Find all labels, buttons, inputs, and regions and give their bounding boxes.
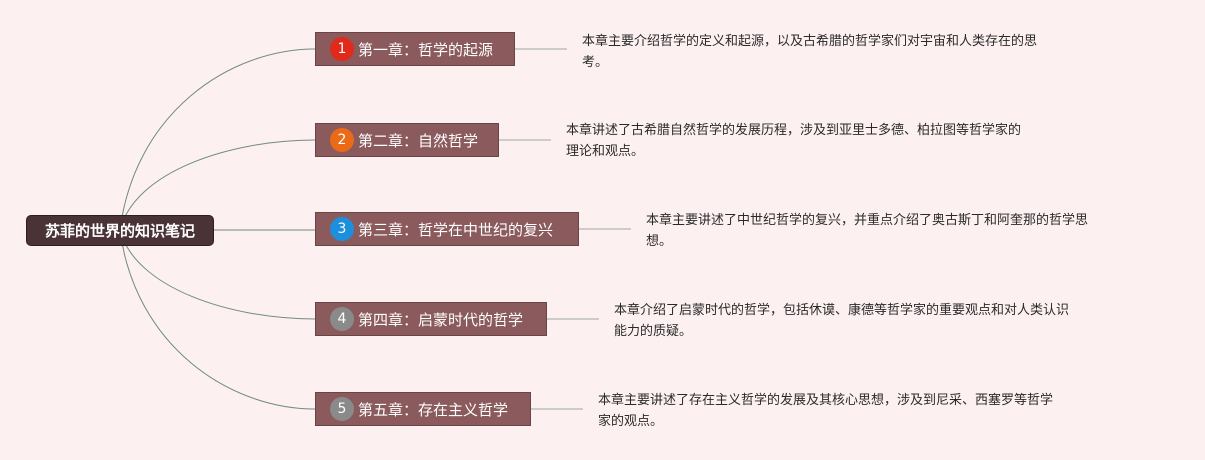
description-line: 本章主要介绍哲学的定义和起源，以及古希腊的哲学家们对宇宙和人类存在的思 [582,34,1038,49]
badge-number: 3 [337,221,347,237]
description-line: 本章讲述了古希腊自然哲学的发展历程，涉及到亚里士多德、柏拉图等哲学家的 [566,123,1022,138]
root-node[interactable]: 苏菲的世界的知识笔记 [26,215,214,246]
chapter-description-4: 本章介绍了启蒙时代的哲学，包括休谟、康德等哲学家的重要观点和对人类认识 能力的质… [614,300,1069,342]
chapter-label: 第五章：存在主义哲学 [358,400,509,419]
number-badge-icon: 3 [330,217,354,241]
description-line: 本章介绍了启蒙时代的哲学，包括休谟、康德等哲学家的重要观点和对人类认识 [614,303,1070,318]
branch-connector-line [119,48,316,231]
number-badge-icon: 2 [330,128,354,152]
chapter-label: 第三章：哲学在中世纪的复兴 [358,220,554,239]
chapter-description-5: 本章主要讲述了存在主义哲学的发展及其核心思想，涉及到尼采、西塞罗等哲学 家的观点… [598,390,1053,432]
branch-connector-line [119,229,316,320]
description-line: 本章主要讲述了存在主义哲学的发展及其核心思想，涉及到尼采、西塞罗等哲学 [598,393,1054,408]
chapter-description-2: 本章讲述了古希腊自然哲学的发展历程，涉及到亚里士多德、柏拉图等哲学家的 理论和观… [566,120,1021,162]
chapter-node-3[interactable]: 3 第三章：哲学在中世纪的复兴 [315,212,579,246]
branch-connector-line [119,229,316,410]
badge-number: 2 [337,132,347,148]
chapter-node-1[interactable]: 1 第一章：哲学的起源 [315,32,515,66]
badge-number: 5 [337,401,347,417]
number-badge-icon: 5 [330,397,354,421]
badge-number: 1 [337,41,347,57]
description-line: 想。 [646,234,673,249]
branch-connector-line [119,139,316,231]
description-line: 理论和观点。 [566,144,645,159]
badge-number: 4 [337,311,347,327]
chapter-node-2[interactable]: 2 第二章：自然哲学 [315,123,499,157]
description-line: 本章主要讲述了中世纪哲学的复兴，并重点介绍了奥古斯丁和阿奎那的哲学思 [646,213,1089,228]
number-badge-icon: 1 [330,37,354,61]
chapter-description-1: 本章主要介绍哲学的定义和起源，以及古希腊的哲学家们对宇宙和人类存在的思 考。 [582,31,1037,73]
chapter-label: 第一章：哲学的起源 [358,40,494,59]
chapter-node-5[interactable]: 5 第五章：存在主义哲学 [315,392,531,426]
chapter-description-3: 本章主要讲述了中世纪哲学的复兴，并重点介绍了奥古斯丁和阿奎那的哲学思 想。 [646,210,1088,252]
chapter-node-4[interactable]: 4 第四章：启蒙时代的哲学 [315,302,547,336]
description-line: 考。 [582,55,609,70]
chapter-label: 第四章：启蒙时代的哲学 [358,310,524,329]
chapter-label: 第二章：自然哲学 [358,131,479,150]
root-label: 苏菲的世界的知识笔记 [44,222,195,240]
description-line: 能力的质疑。 [614,324,693,339]
description-line: 家的观点。 [598,414,664,429]
number-badge-icon: 4 [330,307,354,331]
